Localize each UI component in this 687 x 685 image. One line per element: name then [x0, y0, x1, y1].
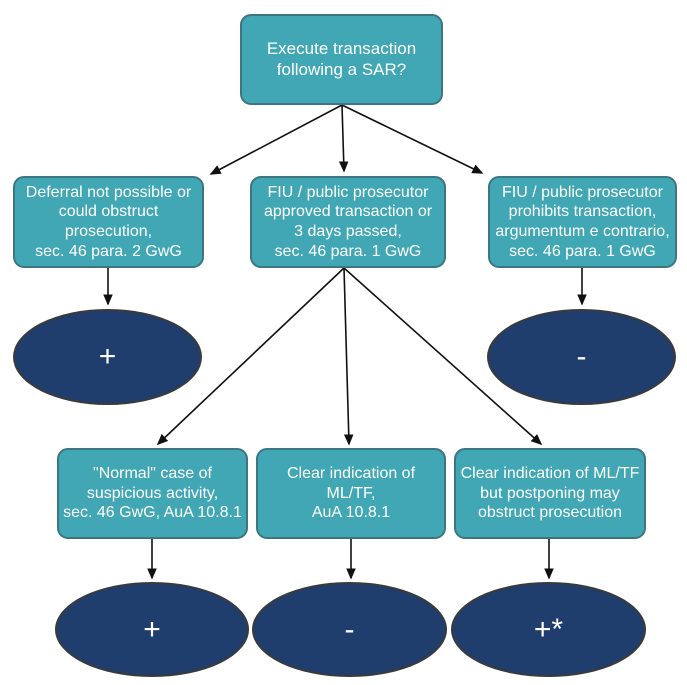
node-deferral-not-possible: Deferral not possible or could obstruct … — [13, 176, 204, 268]
arrow-approved-to-normal-case — [156, 267, 345, 446]
result-minus-prohibited: - — [487, 309, 676, 405]
result-plus-star-postpone: +* — [451, 582, 646, 677]
result-plus-deferral: + — [13, 309, 202, 405]
node-fiu-approved-transaction: FIU / public prosecutor approved transac… — [250, 176, 446, 268]
result-minus-clear-indication: - — [252, 582, 447, 677]
arrow-approved-to-clear-indication-postpone — [343, 267, 543, 446]
node-normal-case-suspicious-activity: "Normal" case of suspicious activity, se… — [57, 448, 248, 539]
node-execute-transaction-question: Execute transaction following a SAR? — [240, 14, 443, 105]
arrow-root-to-prohibits — [341, 104, 484, 174]
node-fiu-prohibits-transaction: FIU / public prosecutor prohibits transa… — [488, 176, 677, 268]
result-plus-normal-case: + — [55, 582, 249, 677]
arrow-root-to-approved — [338, 104, 349, 173]
node-clear-indication-postpone-obstruct: Clear indication of ML/TF but postponing… — [454, 448, 646, 539]
arrow-approved-to-clear-indication — [343, 267, 354, 446]
node-clear-indication-mltf: Clear indication of ML/TF, AuA 10.8.1 — [256, 448, 446, 539]
arrow-root-to-deferral — [209, 104, 343, 175]
